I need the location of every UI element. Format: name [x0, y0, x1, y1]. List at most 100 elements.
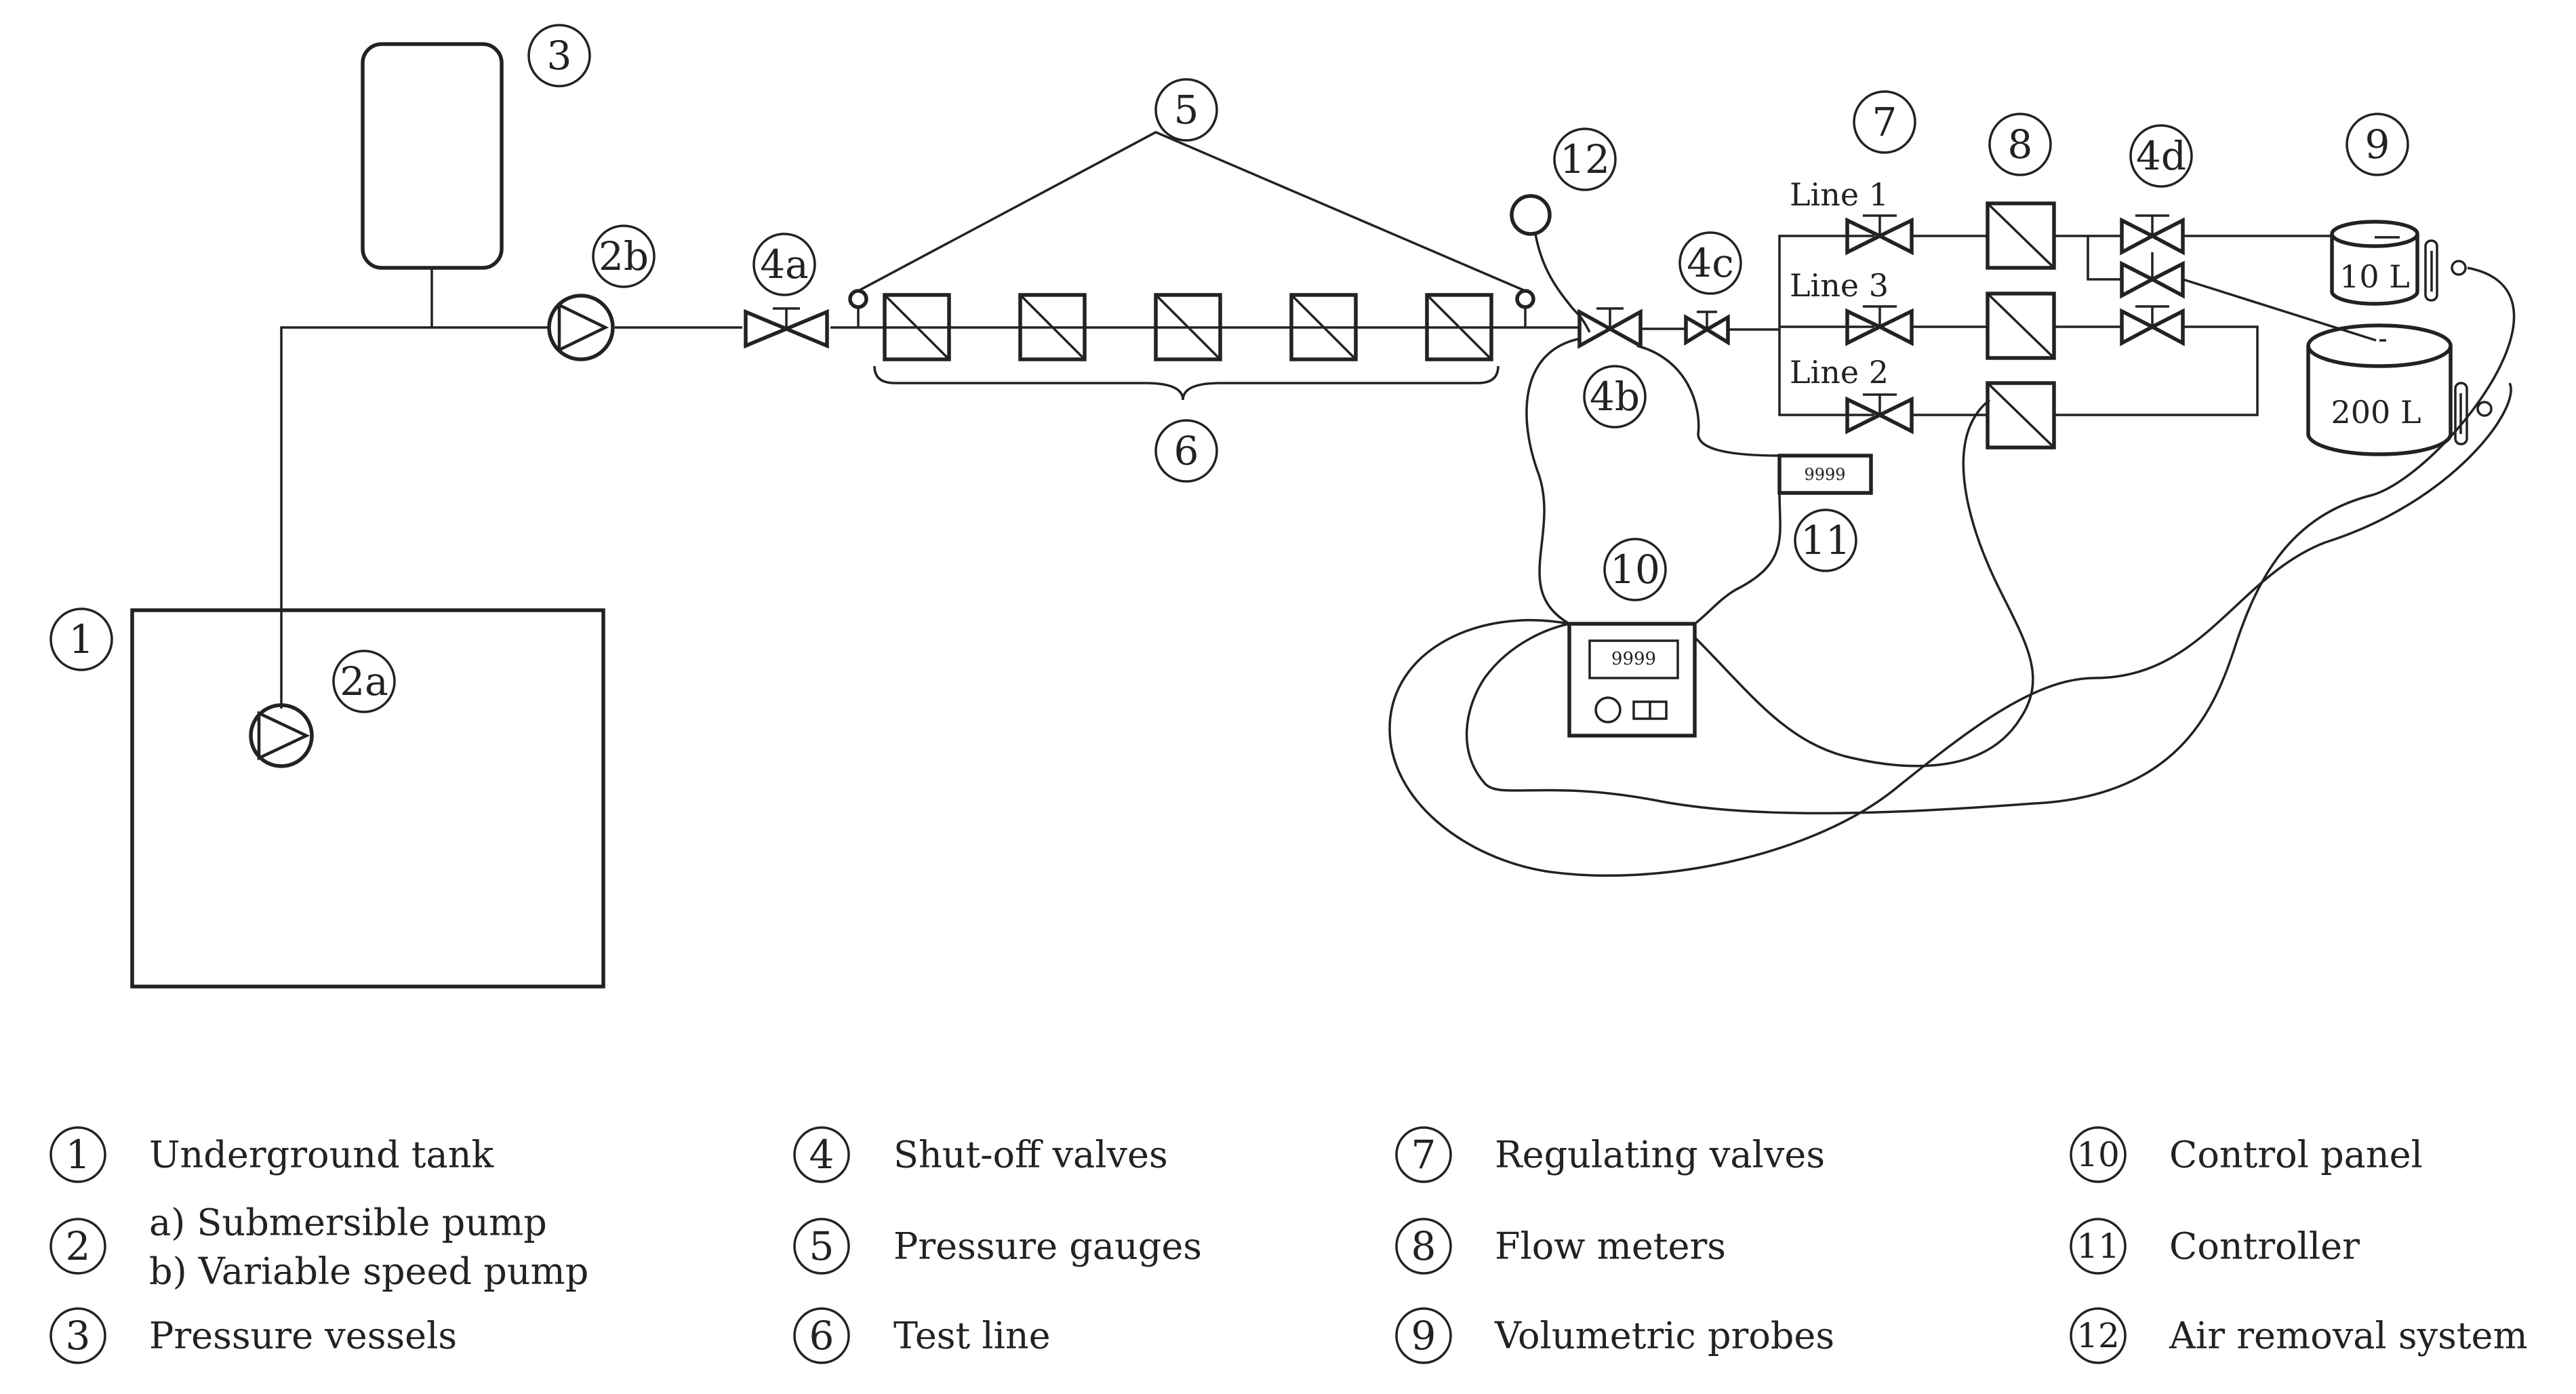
svg-text:1: 1	[66, 1132, 91, 1178]
svg-text:2: 2	[66, 1223, 91, 1269]
legend-item-10: 10 Control panel	[2070, 1126, 2423, 1183]
legend-item-4: 4 Shut-off valves	[793, 1126, 1168, 1183]
svg-text:1: 1	[69, 616, 94, 662]
svg-text:11: 11	[2076, 1227, 2120, 1266]
svg-text:12: 12	[1560, 136, 1610, 182]
svg-text:Air removal system: Air removal system	[2169, 1315, 2528, 1357]
shut-off-valve-4d-bottom	[2120, 305, 2185, 346]
marker-4d: 4d	[2129, 124, 2193, 188]
svg-text:7: 7	[1411, 1132, 1436, 1178]
svg-text:5: 5	[1174, 87, 1199, 133]
control-panel-display: 9999	[1611, 649, 1656, 669]
svg-text:10: 10	[1610, 546, 1660, 593]
pressure-gauge-inlet	[848, 289, 868, 327]
label-line-3: Line 3	[1790, 267, 1889, 304]
test-line-brace	[873, 365, 1500, 401]
svg-text:Control panel: Control panel	[2169, 1134, 2423, 1176]
svg-text:Shut-off valves: Shut-off valves	[893, 1134, 1168, 1176]
legend-item-5: 5 Pressure gauges	[793, 1218, 1202, 1275]
submersible-pump	[249, 703, 314, 768]
test-line-sections	[883, 293, 1493, 361]
svg-text:2a: 2a	[340, 658, 388, 704]
shut-off-valve-4d-middle	[2120, 252, 2185, 299]
supply-pipe	[280, 326, 548, 709]
marker-12: 12	[1553, 127, 1617, 191]
svg-text:7: 7	[1872, 99, 1897, 145]
svg-text:8: 8	[1411, 1223, 1436, 1269]
vessel-200-l	[2306, 323, 2453, 456]
air-removal-system	[1510, 194, 1591, 333]
legend-item-6: 6 Test line	[793, 1307, 1051, 1364]
legend-item-7: 7 Regulating valves	[1395, 1126, 1825, 1183]
variable-speed-pump	[547, 294, 615, 361]
svg-text:Pressure gauges: Pressure gauges	[893, 1225, 1202, 1268]
svg-text:8: 8	[2008, 121, 2033, 167]
legend-item-12: 12 Air removal system	[2070, 1307, 2528, 1364]
svg-text:11: 11	[1800, 517, 1851, 563]
label-vessel-10-l: 10 L	[2339, 258, 2410, 295]
svg-text:Controller: Controller	[2169, 1225, 2360, 1268]
vessel-10-l	[2330, 220, 2419, 306]
pressure-gauge-outlet	[1515, 289, 1535, 327]
shut-off-valve-4b	[1577, 307, 1643, 349]
marker-4a: 4a	[752, 233, 816, 296]
legend-item-1: 1 Underground tank	[49, 1126, 494, 1183]
svg-text:4: 4	[809, 1132, 834, 1178]
svg-text:6: 6	[809, 1313, 834, 1359]
regulating-valve-line-2	[1845, 393, 1914, 435]
legend: 1 Underground tank 2 a) Submersible pump…	[49, 1126, 2528, 1364]
marker-7: 7	[1853, 90, 1916, 154]
marker-1: 1	[49, 608, 113, 671]
regulating-valve-line-3	[1845, 305, 1914, 346]
legend-item-8: 8 Flow meters	[1395, 1218, 1726, 1275]
marker-5: 5	[1154, 78, 1218, 142]
svg-text:5: 5	[809, 1223, 834, 1269]
regulating-valve-line-1	[1845, 214, 1914, 256]
svg-text:12: 12	[2076, 1316, 2120, 1355]
svg-text:2b: 2b	[599, 233, 649, 279]
legend-item-9: 9 Volumetric probes	[1395, 1307, 1834, 1364]
svg-text:3: 3	[547, 33, 572, 79]
svg-text:Flow meters: Flow meters	[1495, 1225, 1726, 1268]
svg-text:a) Submersible pump: a) Submersible pump	[149, 1201, 547, 1244]
marker-11: 11	[1794, 509, 1857, 572]
pressure-gauge-leaders	[858, 131, 1526, 292]
shut-off-valve-4d-top	[2120, 214, 2185, 256]
label-vessel-200-l: 200 L	[2331, 394, 2421, 431]
svg-text:b) Variable speed pump: b) Variable speed pump	[149, 1250, 588, 1293]
marker-6: 6	[1154, 419, 1218, 483]
svg-text:9: 9	[1411, 1313, 1436, 1359]
underground-tank	[130, 608, 605, 989]
legend-item-11: 11 Controller	[2070, 1218, 2360, 1275]
controller-display: 9999	[1804, 465, 1845, 484]
legend-item-2: 2 a) Submersible pump b) Variable speed …	[49, 1201, 588, 1293]
svg-text:9: 9	[2365, 121, 2390, 167]
marker-9: 9	[2346, 113, 2409, 176]
svg-text:10: 10	[2076, 1135, 2120, 1174]
svg-text:4c: 4c	[1687, 240, 1733, 286]
distribution-manifold	[1778, 235, 1874, 416]
shut-off-valve-4a	[744, 307, 829, 349]
svg-text:Test line: Test line	[893, 1315, 1051, 1357]
svg-text:4d: 4d	[2136, 133, 2186, 179]
flow-meters	[1986, 201, 2056, 450]
svg-text:4b: 4b	[1590, 374, 1640, 420]
signal-cables	[1388, 266, 2516, 877]
legend-item-3: 3 Pressure vessels	[49, 1307, 457, 1364]
control-panel	[1567, 622, 1697, 738]
shut-off-valve-4c	[1684, 311, 1730, 346]
svg-text:Regulating valves: Regulating valves	[1495, 1134, 1825, 1176]
label-line-2: Line 2	[1790, 354, 1889, 391]
label-line-1: Line 1	[1790, 176, 1889, 213]
marker-3: 3	[527, 24, 591, 87]
svg-text:4a: 4a	[760, 241, 808, 287]
marker-4c: 4c	[1678, 231, 1742, 295]
svg-text:6: 6	[1174, 428, 1199, 474]
marker-10: 10	[1603, 538, 1667, 601]
marker-2b: 2b	[592, 224, 656, 288]
pressure-vessel	[361, 42, 504, 270]
marker-4b: 4b	[1583, 365, 1647, 429]
svg-text:Underground tank: Underground tank	[149, 1134, 494, 1176]
volumetric-probe-small	[2424, 239, 2467, 302]
